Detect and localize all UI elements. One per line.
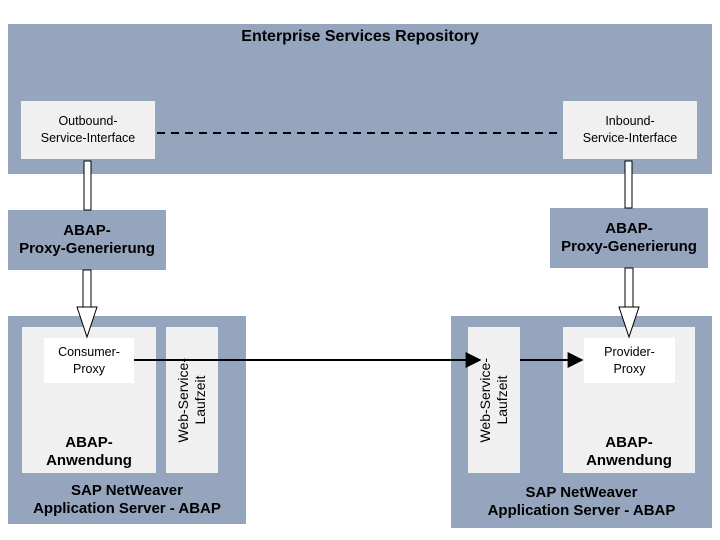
- inbound-service-interface: Inbound- Service-Interface: [563, 101, 697, 159]
- left-abap-application-label: ABAP- Anwendung: [46, 434, 132, 469]
- outbound-service-interface: Outbound- Service-Interface: [21, 101, 155, 159]
- right-web-service-runtime-label: Web-Service- Laufzeit: [477, 357, 510, 443]
- right-web-service-runtime: Web-Service- Laufzeit: [468, 327, 520, 473]
- provider-proxy: Provider- Proxy: [584, 338, 675, 383]
- repository-title: Enterprise Services Repository: [241, 28, 479, 45]
- left-server-label: SAP NetWeaver Application Server - ABAP: [33, 482, 221, 517]
- proxy-generation-left: ABAP- Proxy-Generierung: [8, 210, 166, 270]
- left-web-service-runtime-label: Web-Service- Laufzeit: [175, 357, 208, 443]
- proxy-generation-right: ABAP- Proxy-Generierung: [550, 208, 708, 268]
- right-server-label: SAP NetWeaver Application Server - ABAP: [487, 484, 676, 519]
- consumer-proxy: Consumer- Proxy: [44, 338, 134, 383]
- left-web-service-runtime: Web-Service- Laufzeit: [166, 327, 218, 473]
- right-abap-application-label: ABAP- Anwendung: [586, 434, 672, 469]
